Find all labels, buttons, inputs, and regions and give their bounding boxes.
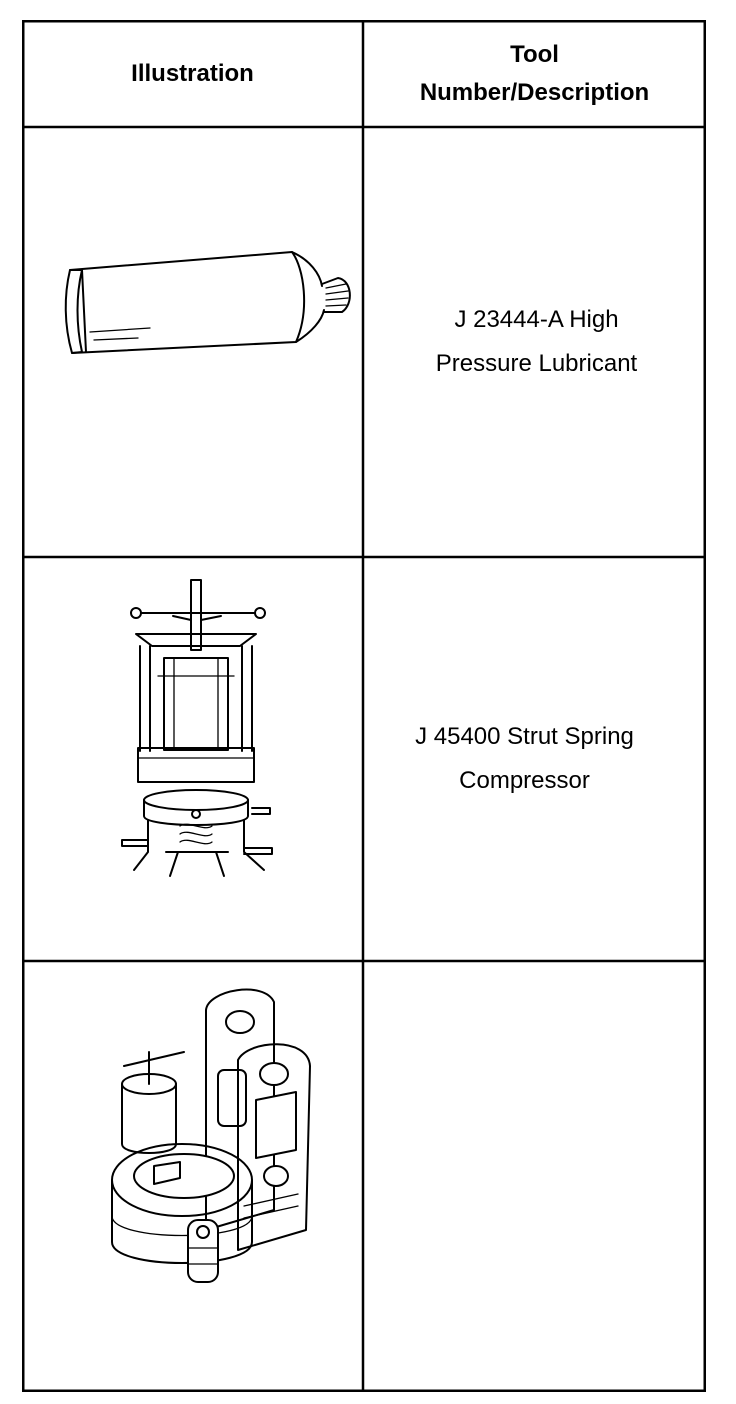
header-tool-text: Tool Number/Description [420,36,649,112]
row1-desc-line1: J 23444-A High [454,306,619,333]
table-grid [22,20,706,1392]
header-illustration-label: Illustration [131,59,254,87]
row2-description: J 45400 Strut Spring Compressor [363,557,706,961]
strut-spring-compressor-icon [118,576,278,886]
row2-desc-line1: J 45400 Strut Spring [415,723,634,750]
row1-description-text: J 23444-A High Pressure Lubricant [436,298,637,386]
row2-description-text: J 45400 Strut Spring Compressor [415,715,634,803]
header-tool-description: Tool Number/Description [363,20,706,127]
row2-desc-line2: Compressor [459,767,590,794]
strut-clamp-adapter-icon [88,980,318,1290]
row3-description [363,961,706,1392]
header-tool-line2: Number/Description [419,78,650,106]
row1-desc-line2: Pressure Lubricant [435,350,638,377]
header-illustration: Illustration [22,20,363,127]
row1-description: J 23444-A High Pressure Lubricant [363,127,706,557]
tool-table: Illustration Tool Number/Description [22,20,706,1392]
lubricant-tube-icon [42,240,354,360]
header-tool-line1: Tool [510,40,559,68]
